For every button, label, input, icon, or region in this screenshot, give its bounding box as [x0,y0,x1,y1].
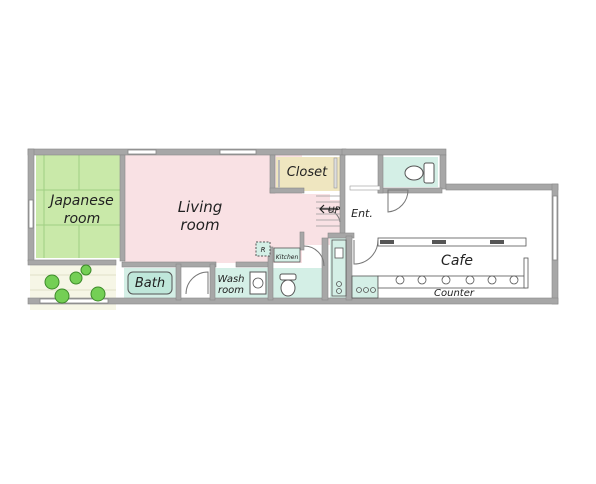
bath-label: Bath [135,276,165,291]
counter-label: Counter [434,288,475,299]
tatami-lines [36,155,122,258]
counter-ledge [523,257,529,289]
washing-machine-drum [252,277,264,289]
cafe-shelf [377,237,527,247]
entrance-label: Ent. [351,207,373,220]
japanese-room-label-2: room [64,211,101,227]
toilet-bottom-floor [270,268,322,298]
fridge-icon [255,241,271,257]
wash-room-label-2: room [218,285,244,296]
closet-floor [276,157,340,191]
stove-icon [336,281,342,294]
stairs-arrow-icon [319,204,338,214]
cafe-counter-top [351,275,379,299]
toilet-icon [404,162,435,184]
cafe-label: Cafe [441,253,473,269]
living-room-label-1: Living [178,198,223,216]
toilet-icon [279,273,297,297]
kitchen-label: Kitchen [276,254,299,261]
stove-icon [356,287,376,293]
bathtub-icon [127,271,173,295]
cafe-shelf-marks [380,240,504,244]
stairs-label: UP [328,206,341,216]
bar-stool-icon [395,275,519,285]
kitchen-unit [273,247,301,263]
sink-icon [334,247,344,259]
japanese-room-label-1: Japanese [47,193,114,209]
windows [28,149,558,304]
cafe-entry-step [349,185,381,191]
washing-machine-icon [249,271,267,295]
closet-door [333,157,338,189]
living-room-floor-ext [302,194,340,245]
closet-label: Closet [287,165,328,180]
stairs [316,195,340,227]
fridge-label: R [261,246,266,254]
wash-room-label-1: Wash [217,274,244,285]
closet-rail [278,160,280,188]
tree-icon [44,264,106,304]
living-room-label-2: room [180,216,219,234]
